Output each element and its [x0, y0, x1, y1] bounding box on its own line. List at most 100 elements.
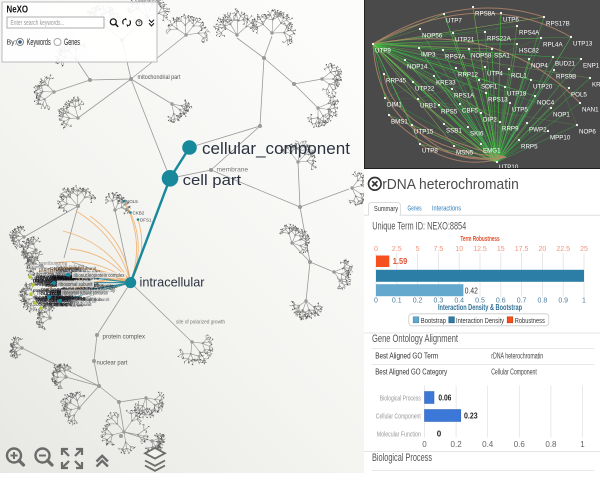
svg-text:1: 1	[582, 298, 586, 305]
svg-text:site of polarized growth: site of polarized growth	[176, 320, 225, 326]
svg-text:RRP9: RRP9	[502, 126, 519, 133]
svg-text:Interactions: Interactions	[432, 204, 461, 213]
svg-text:NOP4: NOP4	[531, 63, 548, 70]
svg-text:RPS1A: RPS1A	[454, 93, 475, 100]
svg-text:ribosomal subunit: ribosomal subunit	[58, 266, 97, 272]
svg-text:intracellular: intracellular	[140, 275, 206, 290]
svg-text:7.5: 7.5	[434, 246, 444, 253]
svg-text:MSN5: MSN5	[456, 150, 474, 157]
svg-text:NOP1: NOP1	[553, 112, 570, 119]
svg-text:RPL4A: RPL4A	[543, 42, 563, 49]
svg-text:0.8: 0.8	[538, 298, 548, 305]
svg-text:MPP10: MPP10	[550, 135, 571, 142]
svg-text:RRP5: RRP5	[521, 144, 538, 151]
svg-text:CKB2: CKB2	[133, 211, 145, 216]
svg-text:rDNA heterochromatin: rDNA heterochromatin	[382, 177, 519, 193]
svg-text:Genes: Genes	[64, 37, 80, 47]
svg-text:NOP14: NOP14	[407, 64, 428, 71]
svg-text:Genes: Genes	[408, 204, 422, 213]
svg-text:17.5: 17.5	[515, 246, 529, 253]
svg-text:Bootstrap: Bootstrap	[421, 318, 446, 325]
svg-text:RCL1: RCL1	[511, 73, 527, 80]
svg-text:Best Aligned GO Category: Best Aligned GO Category	[375, 368, 447, 377]
svg-text:KRE: KRE	[592, 82, 600, 89]
svg-text:Gene Ontology Alignment: Gene Ontology Alignment	[372, 333, 458, 345]
svg-text:0: 0	[437, 430, 442, 439]
svg-text:Interaction Density & Bootstra: Interaction Density & Bootstrap	[438, 303, 522, 312]
svg-text:12.5: 12.5	[473, 246, 487, 253]
svg-text:Robustness: Robustness	[515, 318, 545, 325]
svg-text:UTP13: UTP13	[573, 41, 593, 48]
svg-text:Biological Process: Biological Process	[380, 394, 421, 403]
svg-text:15: 15	[497, 246, 505, 253]
svg-text:NeXO: NeXO	[7, 4, 29, 16]
svg-text:IMP3: IMP3	[421, 52, 436, 59]
svg-text:RPS17B: RPS17B	[546, 21, 570, 28]
svg-text:UTP5: UTP5	[512, 107, 528, 114]
svg-text:Term Robustness: Term Robustness	[460, 236, 499, 243]
svg-text:UTP7: UTP7	[446, 18, 462, 25]
svg-text:SSA1: SSA1	[494, 53, 510, 60]
svg-text:0.1: 0.1	[392, 298, 402, 305]
svg-text:protein complex: protein complex	[103, 334, 146, 341]
svg-text:nucleolus: nucleolus	[47, 302, 68, 308]
svg-text:RPS5: RPS5	[441, 109, 458, 116]
svg-text:NOL5: NOL5	[126, 199, 138, 204]
svg-text:0.06: 0.06	[438, 394, 451, 403]
svg-text:RPS13: RPS13	[488, 97, 508, 104]
svg-text:RRP12: RRP12	[458, 72, 479, 79]
svg-text:DIM1: DIM1	[387, 102, 402, 109]
svg-text:Keywords: Keywords	[27, 37, 51, 47]
svg-text:10: 10	[455, 246, 463, 253]
svg-text:cell part: cell part	[183, 172, 242, 189]
svg-text:Cellular Component: Cellular Component	[376, 412, 422, 421]
svg-text:RPS9B: RPS9B	[556, 74, 576, 81]
svg-text:25: 25	[580, 246, 588, 253]
svg-text:2.5: 2.5	[392, 246, 402, 253]
svg-text:0.9: 0.9	[558, 298, 568, 305]
svg-text:Interaction Density: Interaction Density	[456, 318, 504, 325]
svg-text:NOP56: NOP56	[422, 33, 443, 40]
svg-text:ribosomal subunit: ribosomal subunit	[59, 282, 93, 288]
svg-text:?: ?	[138, 21, 141, 27]
svg-text:RPS8A: RPS8A	[475, 11, 496, 18]
svg-text:RPS4A: RPS4A	[519, 30, 540, 37]
svg-text:Enter search keywords...: Enter search keywords...	[11, 18, 65, 27]
svg-text:CBF5: CBF5	[462, 108, 478, 115]
svg-text:HSC82: HSC82	[519, 48, 540, 55]
svg-text:EMG1: EMG1	[483, 148, 501, 155]
svg-text:Best Aligned GO Term: Best Aligned GO Term	[375, 352, 438, 361]
svg-text:5: 5	[416, 246, 420, 253]
svg-text:Cellular Component: Cellular Component	[491, 368, 537, 377]
svg-text:UTP18: UTP18	[507, 91, 527, 98]
svg-text:1.59: 1.59	[393, 257, 408, 266]
svg-text:1: 1	[580, 440, 585, 449]
svg-text:20: 20	[539, 246, 547, 253]
svg-text:UTP6: UTP6	[503, 17, 519, 24]
svg-text:UTP9: UTP9	[375, 48, 391, 55]
svg-text:RNP complex: RNP complex	[36, 275, 65, 280]
svg-text:22.5: 22.5	[556, 246, 570, 253]
svg-text:SKI6: SKI6	[470, 131, 484, 138]
svg-text:0.2: 0.2	[451, 440, 463, 449]
svg-text:rDNA heterochromatin: rDNA heterochromatin	[491, 352, 543, 361]
svg-text:UTP15: UTP15	[414, 129, 434, 136]
svg-text:nuclear part: nuclear part	[97, 360, 128, 367]
svg-text:URB1: URB1	[420, 103, 437, 110]
svg-text:KRE33: KRE33	[436, 80, 456, 87]
svg-text:cellular_component: cellular_component	[202, 139, 350, 158]
svg-text:0.4: 0.4	[482, 440, 494, 449]
svg-text:SSB1: SSB1	[446, 128, 462, 135]
svg-text:UTP4: UTP4	[487, 71, 503, 78]
svg-text:0: 0	[374, 246, 378, 253]
svg-text:0.8: 0.8	[545, 440, 557, 449]
svg-text:DFS1: DFS1	[140, 218, 152, 223]
svg-text:RPS7A: RPS7A	[445, 54, 466, 61]
svg-text:UTP20: UTP20	[533, 84, 553, 91]
svg-text:NOP6: NOP6	[579, 129, 596, 136]
svg-text:RPS22A: RPS22A	[487, 36, 512, 43]
svg-text:0.23: 0.23	[464, 412, 478, 421]
svg-text:RRP45: RRP45	[386, 78, 407, 85]
svg-text:DIP2: DIP2	[483, 117, 497, 124]
svg-text:By:: By:	[7, 40, 17, 47]
